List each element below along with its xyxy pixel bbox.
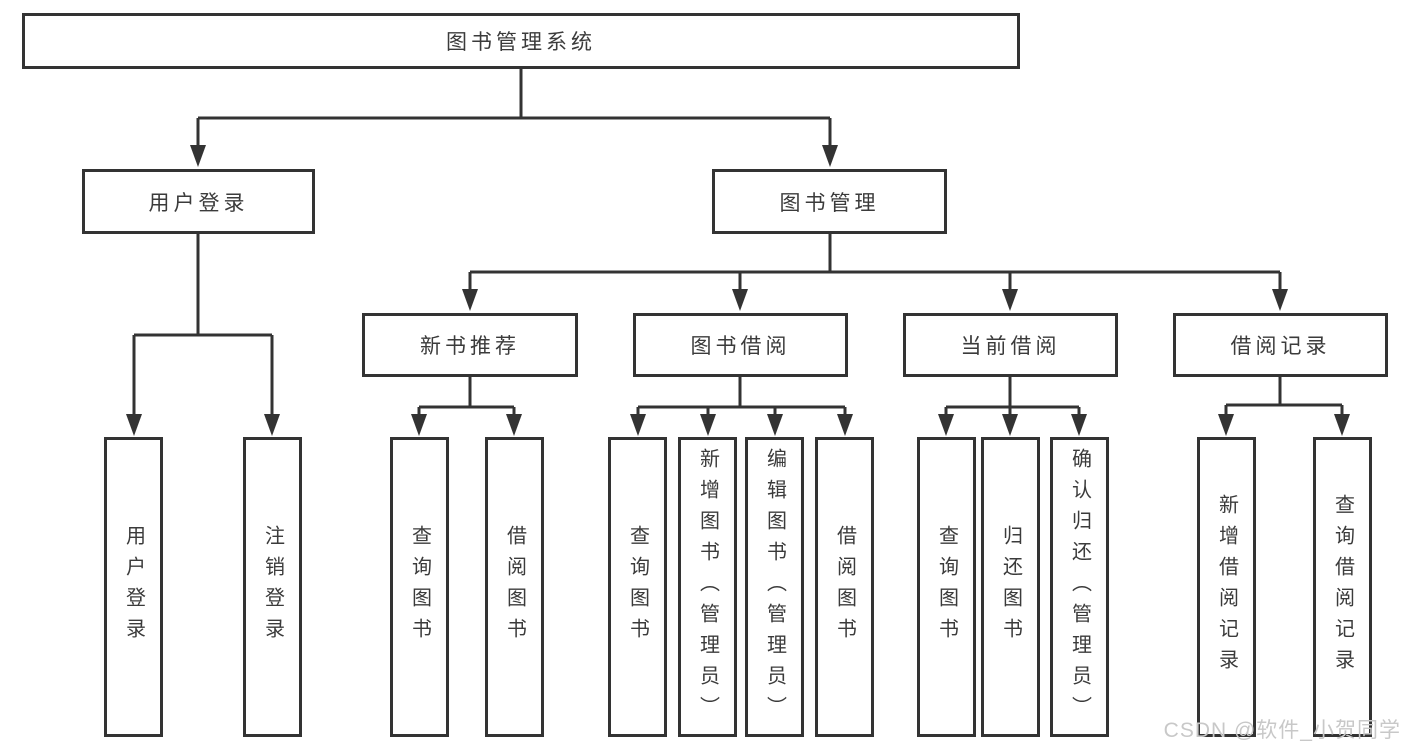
leaf-add-borrow-record-label: 新增借阅记录 [1215, 494, 1238, 680]
leaf-logout: 注销登录 [243, 437, 302, 737]
node-library-system: 图书管理系统 [22, 13, 1020, 69]
arrowheads [126, 145, 1350, 436]
leaf-user-login-label: 用户登录 [122, 525, 145, 649]
csdn-watermark: CSDN @软件_小贺同学 [1163, 719, 1401, 742]
node-current-borrowing: 当前借阅 [903, 313, 1118, 377]
leaf-borrow-books: 借阅图书 [815, 437, 874, 737]
leaf-query-borrow-record-label: 查询借阅记录 [1331, 494, 1354, 680]
leaf-query-borrow-record: 查询借阅记录 [1313, 437, 1372, 737]
leaf-borrow-books-recommend: 借阅图书 [485, 437, 544, 737]
leaf-return-books: 归还图书 [981, 437, 1040, 737]
leaf-user-login: 用户登录 [104, 437, 163, 737]
leaf-borrow-books-recommend-label: 借阅图书 [503, 525, 526, 649]
leaf-query-books-borrow-label: 查询图书 [626, 525, 649, 649]
leaf-add-books-admin: 新增图书（管理员） [678, 437, 737, 737]
node-new-book-recommend: 新书推荐 [362, 313, 578, 377]
leaf-logout-label: 注销登录 [261, 525, 284, 649]
node-book-borrowing: 图书借阅 [633, 313, 848, 377]
leaf-borrow-books-label: 借阅图书 [833, 525, 856, 649]
leaf-edit-books-admin-label: 编辑图书（管理员） [763, 447, 786, 727]
node-borrowing-records: 借阅记录 [1173, 313, 1388, 377]
leaf-query-books-recommend-label: 查询图书 [408, 525, 431, 649]
leaf-query-books-borrow: 查询图书 [608, 437, 667, 737]
leaf-add-books-admin-label: 新增图书（管理员） [696, 447, 719, 727]
node-book-management: 图书管理 [712, 169, 947, 234]
leaf-query-books-recommend: 查询图书 [390, 437, 449, 737]
leaf-query-books-current: 查询图书 [917, 437, 976, 737]
leaf-edit-books-admin: 编辑图书（管理员） [745, 437, 804, 737]
leaf-add-borrow-record: 新增借阅记录 [1197, 437, 1256, 737]
leaf-return-books-label: 归还图书 [999, 525, 1022, 649]
leaf-confirm-return-admin-label: 确认归还（管理员） [1068, 447, 1091, 727]
node-user-login: 用户登录 [82, 169, 315, 234]
leaf-confirm-return-admin: 确认归还（管理员） [1050, 437, 1109, 737]
leaf-query-books-current-label: 查询图书 [935, 525, 958, 649]
connector-edges [132, 66, 1344, 423]
